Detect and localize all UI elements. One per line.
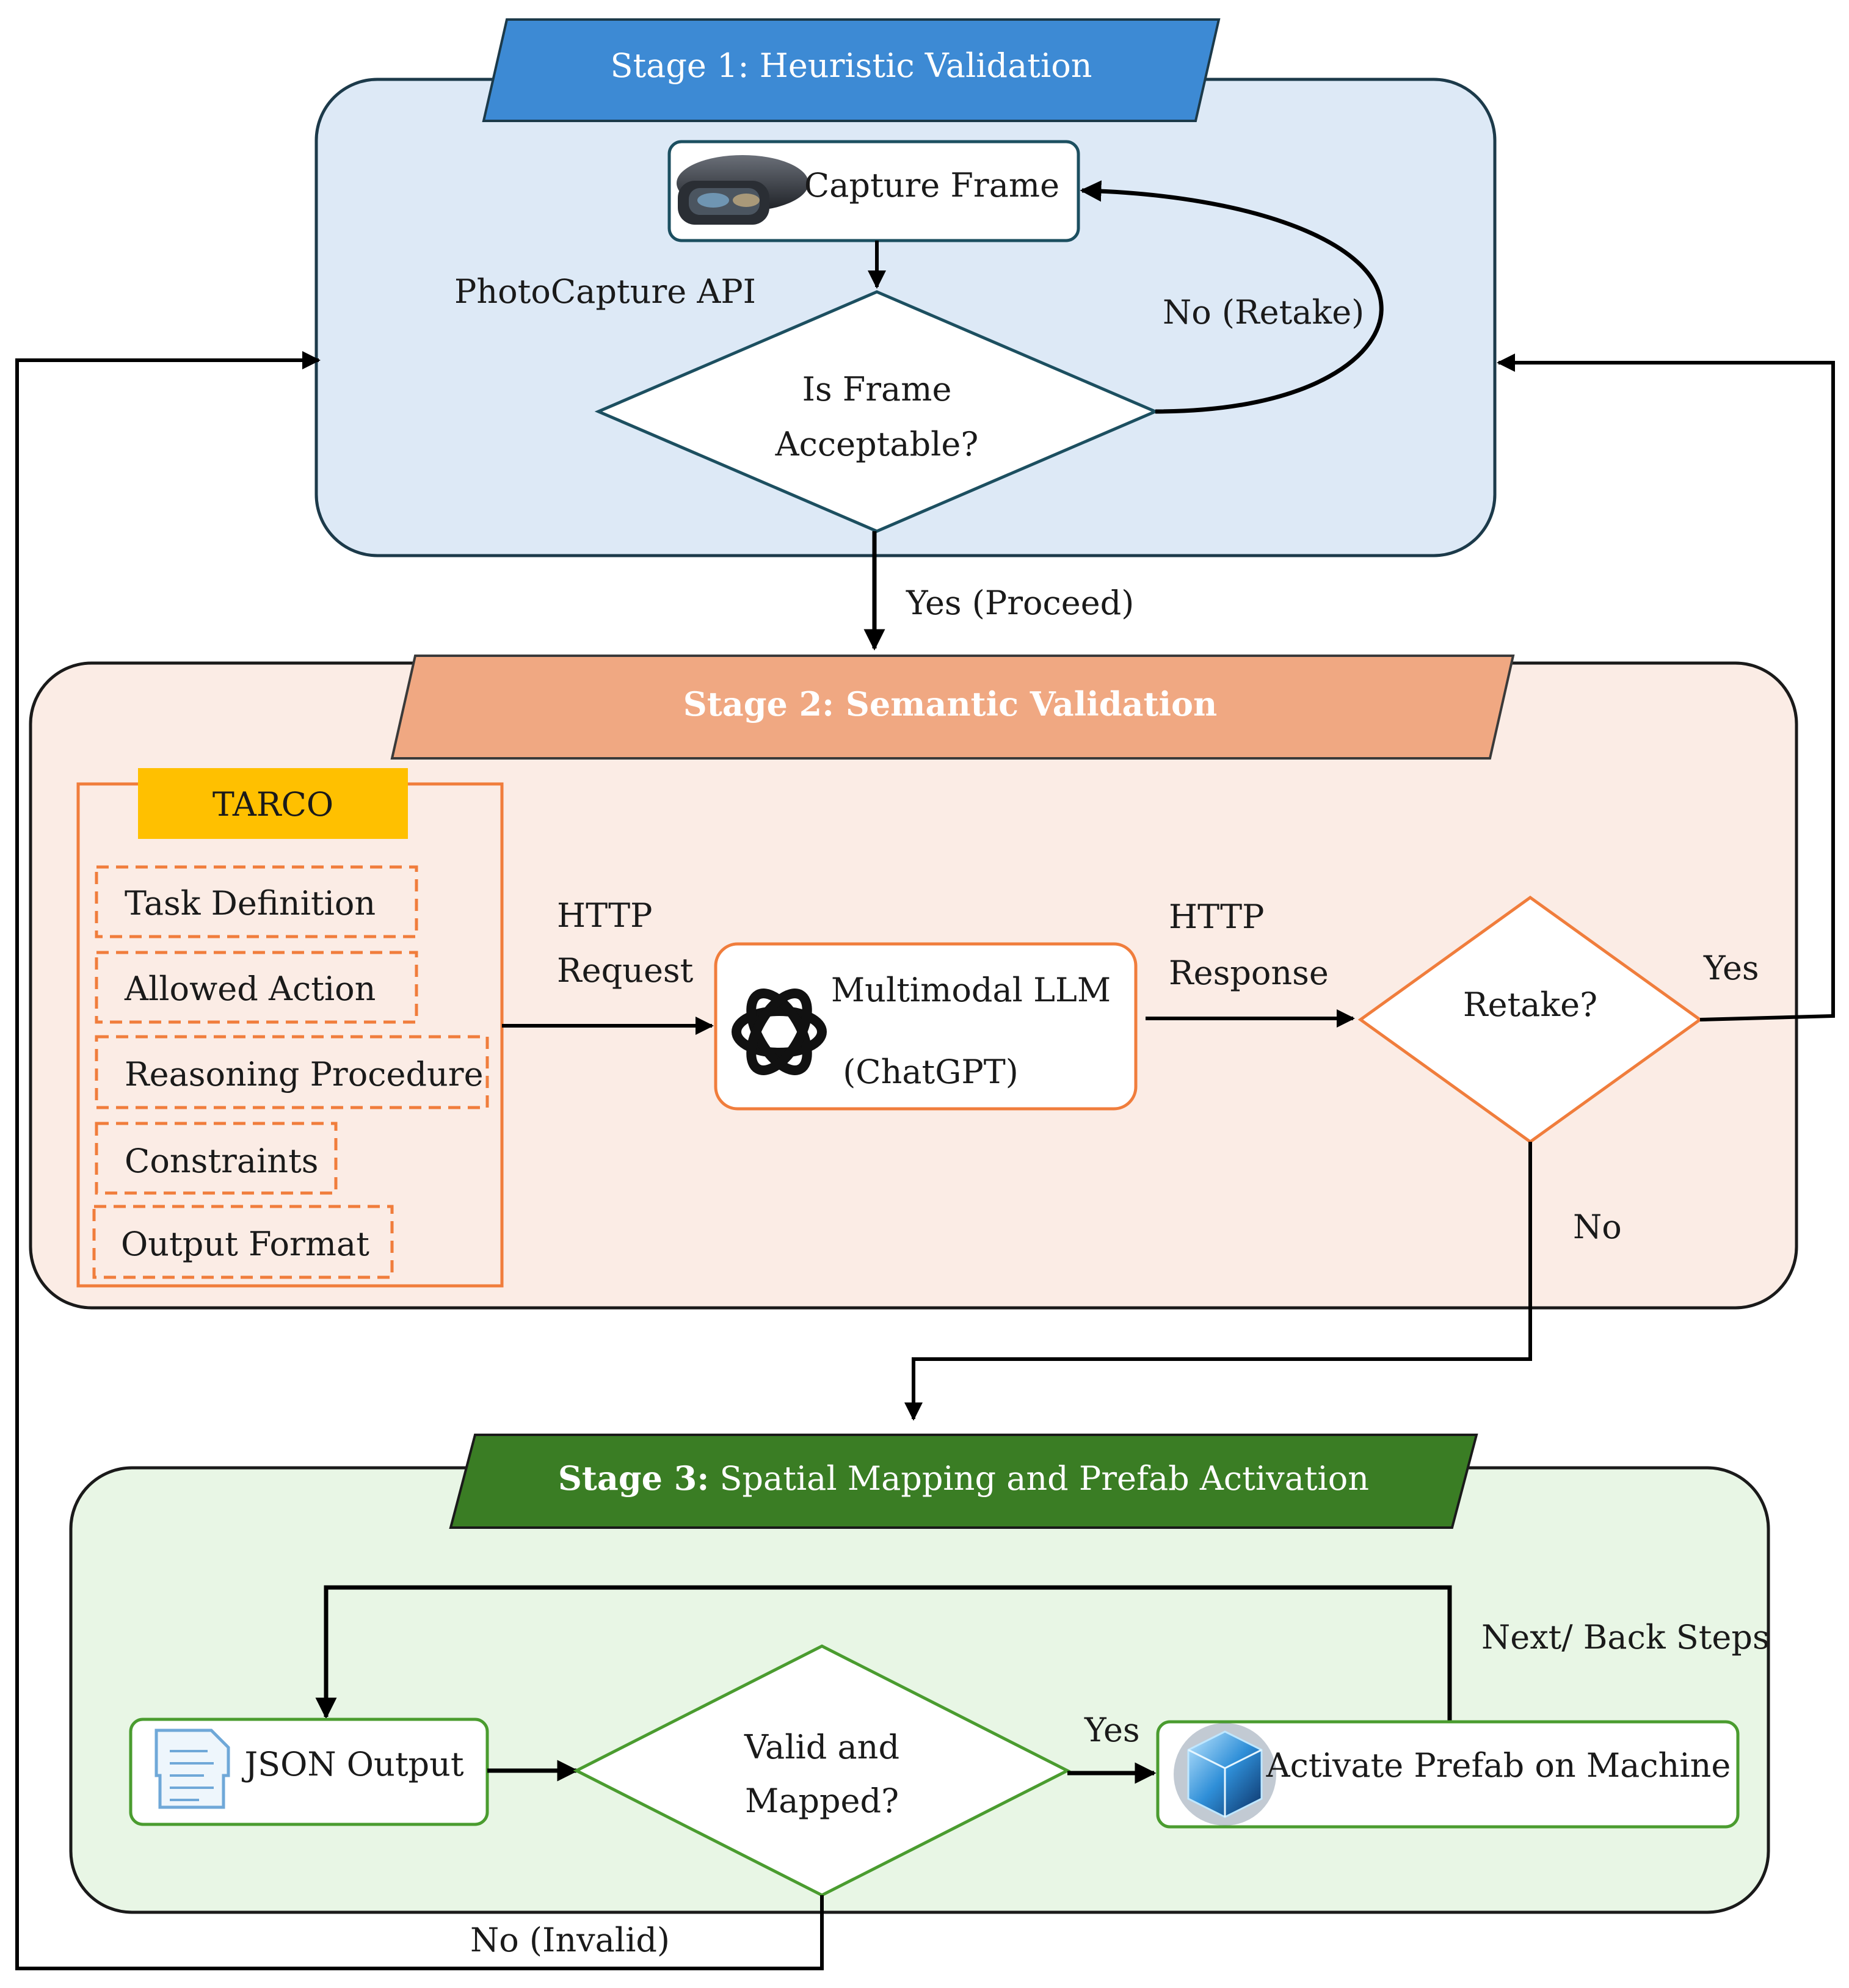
http-response-line2: Response: [1169, 954, 1329, 992]
invalid-label: No (Invalid): [470, 1921, 670, 1959]
photocapture-api-label: PhotoCapture API: [454, 272, 756, 311]
tarco-item-label: Task Definition: [125, 884, 376, 923]
tarco-item-label: Reasoning Procedure: [125, 1055, 484, 1094]
retake-yes-label: Yes: [1703, 949, 1759, 987]
invalid-loop-arrow: [15, 351, 824, 1970]
retake-loop-arrow: [1080, 180, 1384, 414]
stage1-title: Stage 1: Heuristic Validation: [610, 46, 1092, 85]
retake-label: No (Retake): [1163, 293, 1364, 332]
stage3-title-sep: [709, 1459, 719, 1498]
tarco-item: Reasoning Procedure: [95, 1035, 489, 1109]
retake-no-arrow: [904, 1142, 1532, 1421]
http-request-line2: Request: [557, 951, 694, 990]
valid-line2: Mapped?: [745, 1782, 899, 1820]
tarco-item: Allowed Action: [95, 951, 418, 1024]
tarco-item-label: Constraints: [125, 1142, 319, 1180]
tarco-item: Output Format: [92, 1205, 394, 1279]
tarco-item: Task Definition: [95, 865, 418, 938]
stage2-title: Stage 2: Semantic Validation: [683, 684, 1217, 724]
tarco-item-label: Allowed Action: [124, 970, 376, 1008]
hologram-cube-icon: [1174, 1723, 1276, 1826]
capture-frame-label: Capture Frame: [804, 166, 1059, 205]
decision-line2: Acceptable?: [775, 425, 979, 463]
retake-decision-label: Retake?: [1463, 985, 1597, 1024]
json-document-icon: [154, 1729, 230, 1809]
tarco-item-label: Output Format: [121, 1225, 369, 1263]
tarco-header: [138, 768, 408, 839]
llm-box: Multimodal LLM (ChatGPT): [714, 942, 1138, 1111]
stage3-title-rest: Spatial Mapping and Prefab Activation: [719, 1459, 1369, 1498]
proceed-label: Yes (Proceed): [906, 584, 1134, 622]
valid-yes-label: Yes: [1084, 1711, 1140, 1749]
stage3-title-bold: Stage 3:: [558, 1459, 709, 1498]
stage3-title: Stage 3: Spatial Mapping and Prefab Acti…: [558, 1459, 1369, 1498]
openai-logo-icon: [732, 989, 827, 1075]
json-output-box: JSON Output: [129, 1718, 489, 1826]
llm-subtitle: (ChatGPT): [843, 1053, 1019, 1091]
frame-acceptable-decision: Is Frame Acceptable?: [594, 290, 1160, 533]
tarco-item: Constraints: [95, 1122, 338, 1195]
stage3-banner: Stage 3: Spatial Mapping and Prefab Acti…: [449, 1434, 1478, 1529]
valid-line1: Valid and: [744, 1728, 899, 1766]
stage2-banner: Stage 2: Semantic Validation: [390, 655, 1515, 760]
stage1-banner: Stage 1: Heuristic Validation: [482, 18, 1221, 122]
llm-title: Multimodal LLM: [831, 971, 1111, 1009]
decision-line1: Is Frame: [802, 370, 952, 408]
tarco-title: TARCO: [213, 785, 333, 824]
valid-mapped-decision: Valid and Mapped?: [573, 1644, 1071, 1897]
activate-prefab-label: Activate Prefab on Machine: [1266, 1746, 1731, 1785]
tarco-frame: TARCO Task Definition Allowed Action Rea…: [76, 768, 504, 1288]
activate-prefab-box: Activate Prefab on Machine: [1156, 1720, 1740, 1829]
retake-yes-arrow: [1497, 354, 1835, 1021]
retake-no-label: No: [1573, 1208, 1622, 1246]
next-back-arrow: [315, 1585, 1452, 1722]
json-output-label: JSON Output: [241, 1745, 463, 1783]
http-request-line1: HTTP: [557, 896, 652, 935]
next-back-label: Next/ Back Steps: [1481, 1618, 1770, 1656]
http-response-line1: HTTP: [1169, 898, 1264, 936]
headset-icon: [677, 155, 808, 225]
capture-frame-box: Capture Frame: [667, 140, 1080, 242]
